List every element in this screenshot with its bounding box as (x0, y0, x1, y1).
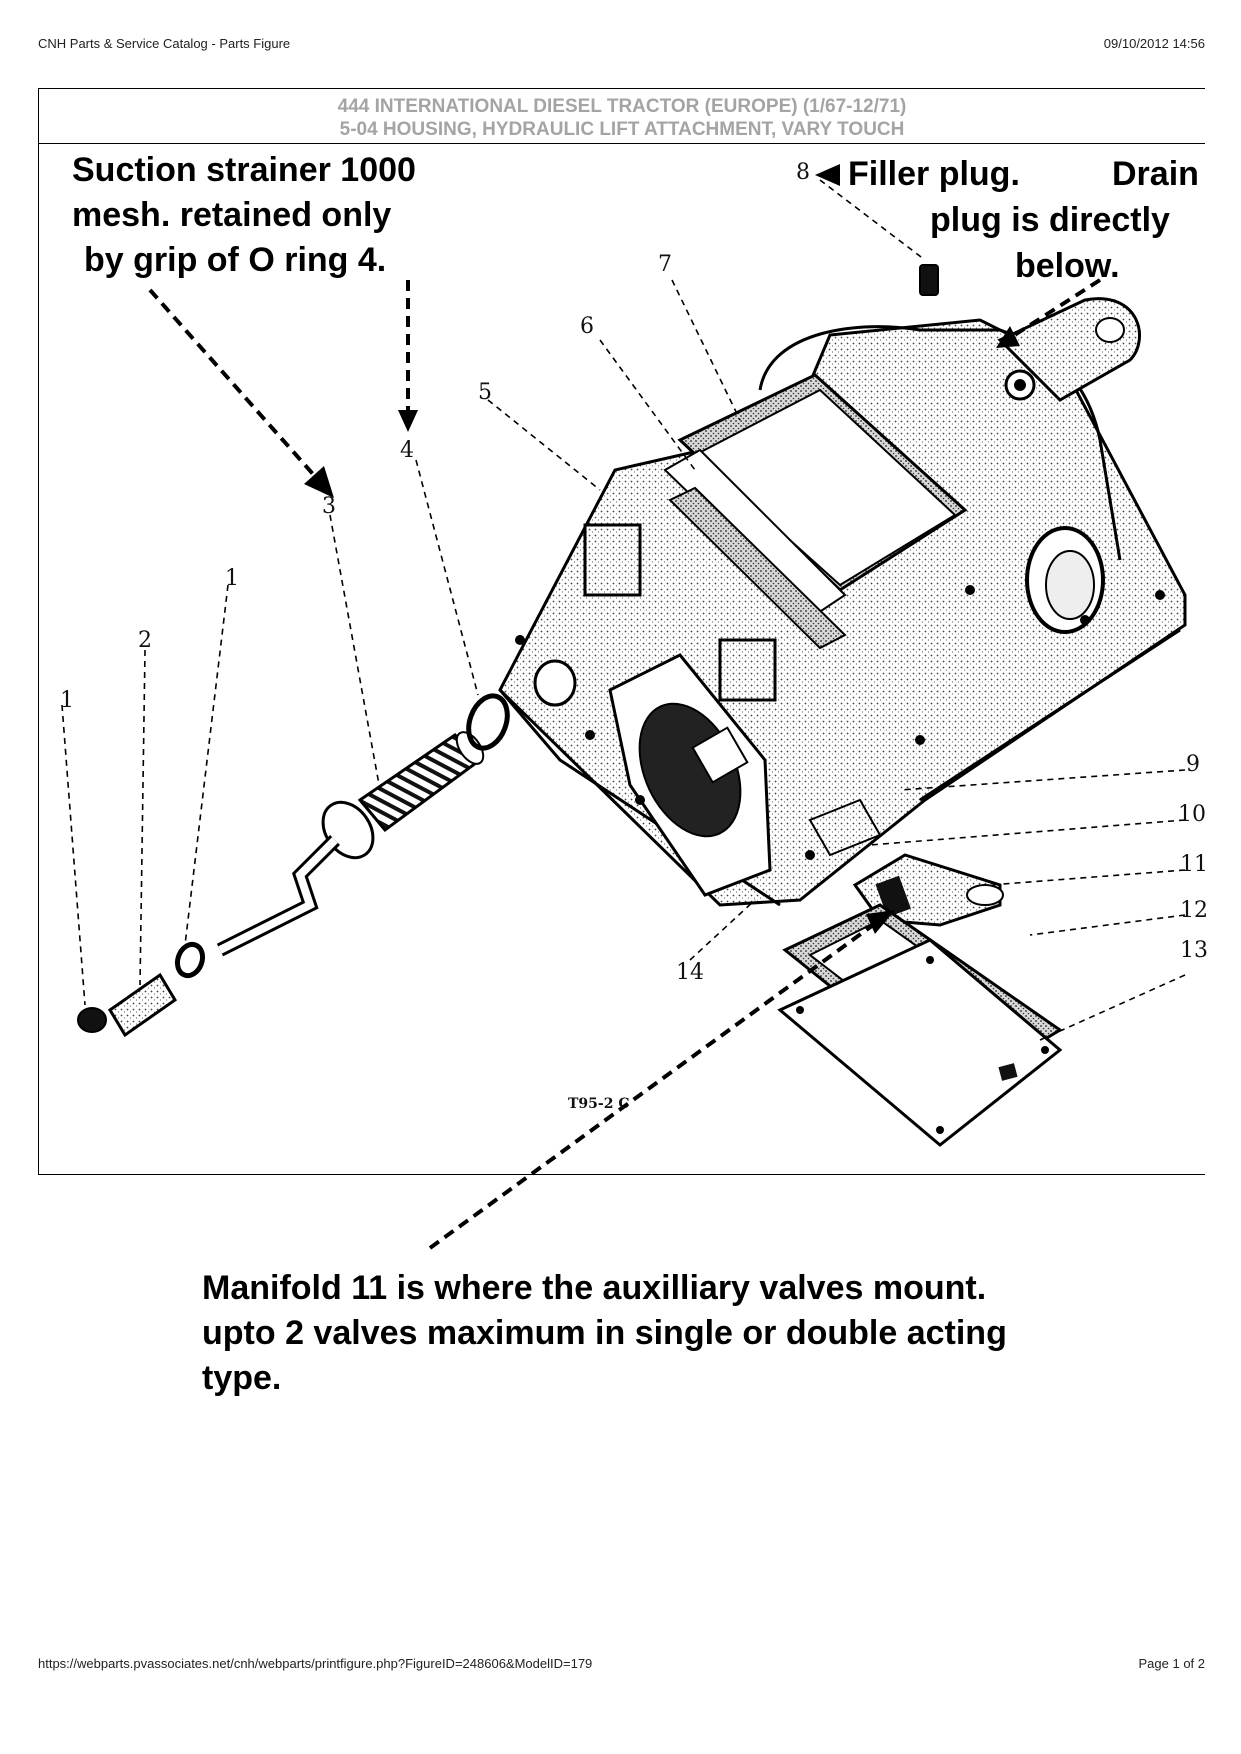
fitting-parts (77, 941, 206, 1038)
suction-note-line-2: mesh. retained only (72, 196, 392, 234)
callout-7: 7 (658, 252, 672, 277)
callout-3: 3 (322, 494, 336, 519)
manifold-note-line-1: Manifold 11 is where the auxilliary valv… (202, 1269, 987, 1307)
figure-title-section: 5-04 HOUSING, HYDRAULIC LIFT ATTACHMENT,… (339, 119, 905, 140)
callout-5: 5 (478, 380, 492, 405)
callout-1-left: 1 (60, 688, 74, 713)
callout-9: 9 (1186, 752, 1200, 777)
figure-title-model: 444 INTERNATIONAL DIESEL TRACTOR (EUROPE… (337, 96, 907, 117)
page-footer-url: https://webparts.pvassociates.net/cnh/we… (38, 1656, 593, 1671)
callout-6: 6 (580, 314, 594, 339)
manifold-note-line-2: upto 2 valves maximum in single or doubl… (202, 1314, 1007, 1352)
drain-note-line-3: below. (1015, 247, 1120, 285)
callout-4: 4 (400, 438, 414, 463)
annotation-arrows (148, 278, 1102, 1250)
suction-strainer-note: Suction strainer 1000 mesh. retained onl… (72, 148, 492, 283)
figure-code: T95-2 C (568, 1096, 630, 1112)
callout-11: 11 (1180, 852, 1208, 877)
callout-1-right: 1 (225, 566, 239, 591)
callout-10: 10 (1178, 802, 1206, 827)
suction-note-line-1: Suction strainer 1000 (72, 151, 416, 189)
annotation-arrowheads (304, 164, 1020, 934)
manifold-note-line-3: type. (202, 1359, 282, 1397)
suction-note-line-3: by grip of O ring 4. (84, 241, 387, 279)
callout-12: 12 (1180, 898, 1208, 923)
drain-note-line-1: Drain (1112, 155, 1199, 193)
hydraulic-housing (498, 264, 1187, 907)
callout-13: 13 (1180, 938, 1208, 963)
callout-8: 8 (796, 160, 810, 185)
page-header-title: CNH Parts & Service Catalog - Parts Figu… (38, 36, 291, 51)
drain-note-line-2: plug is directly (930, 201, 1170, 239)
page-header-timestamp: 09/10/2012 14:56 (1103, 36, 1205, 51)
callout-2: 2 (138, 628, 152, 653)
figure-title: 444 INTERNATIONAL DIESEL TRACTOR (EUROPE… (39, 89, 1205, 144)
manifold-note: Manifold 11 is where the auxilliary valv… (202, 1266, 1162, 1401)
figure-frame: 444 INTERNATIONAL DIESEL TRACTOR (EUROPE… (38, 88, 1205, 1175)
o-ring-part (466, 693, 510, 751)
cover-plate-part (777, 938, 1063, 1147)
leader-lines (61, 179, 1186, 1041)
filler-plug-note: Filler plug. (848, 155, 1020, 193)
page-footer-page-number: Page 1 of 2 (1138, 1656, 1206, 1671)
callout-14: 14 (676, 960, 704, 985)
suction-strainer-part (216, 731, 485, 957)
